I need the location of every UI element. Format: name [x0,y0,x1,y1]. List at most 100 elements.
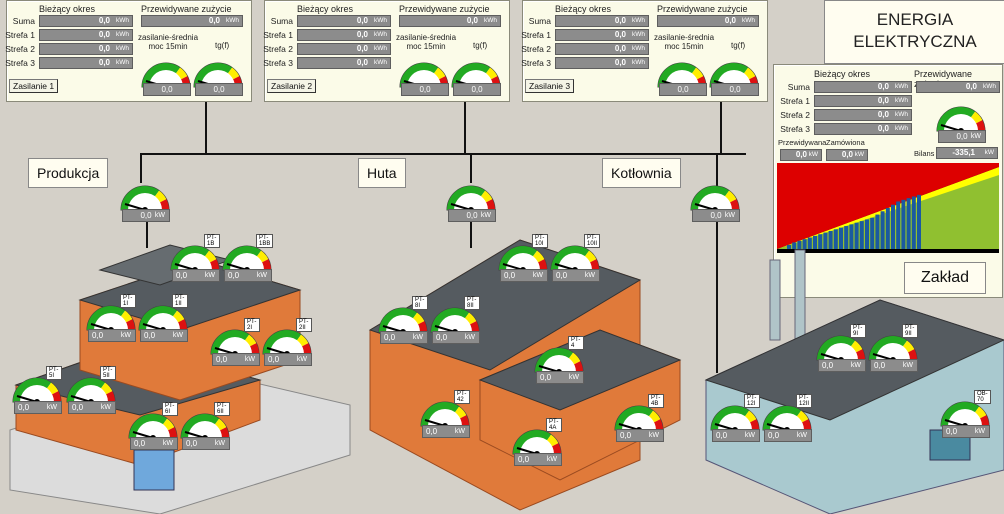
meter-tag: PT-42 [454,390,470,404]
section-huta[interactable]: Huta [358,158,406,188]
chart-bar [854,222,859,249]
meter-tag: PT-5I [46,366,62,380]
row-label: Strefa 1 [5,30,35,40]
chart-bar [906,198,911,249]
chart-bar [797,240,802,249]
meter-tag: PT-9I [850,324,866,338]
drop-wire-2b [470,218,472,248]
chart-bar [859,221,864,249]
meter-tag: PT-8I [412,296,428,310]
avg-power-gauge: 0,0 [399,53,449,100]
meter-tag: PT-12I [744,394,760,408]
row-label: Strefa 1 [263,30,293,40]
chart-bar [870,217,875,249]
current-period-header: Bieżący okres [39,4,96,14]
zaklad-row-label: Suma [787,82,810,92]
chart-bar [787,244,791,249]
meter-tag: PT-6I [162,402,178,416]
przewidywana-label: Przewidywana [778,138,827,147]
chart-bar [813,235,817,249]
tg-gauge: 0,0 [451,53,501,100]
chart-bar [885,208,890,249]
chart-bar [833,229,838,249]
tg-label: tg(f) [473,41,488,50]
row-label: Suma [12,16,35,26]
supply-button[interactable]: Zasilanie 3 [525,79,575,93]
meter-tag: PT-1I [120,294,136,308]
tg-label: tg(f) [215,41,230,50]
section-kotlownia[interactable]: Kotłownia [602,158,681,188]
supply-button[interactable]: Zasilanie 2 [267,79,317,93]
section-produkcja[interactable]: Produkcja [28,158,109,188]
avg-power-gauge: 0,0 [657,53,707,100]
chart-bar [823,232,828,249]
avg-power-gauge: 0,0 [141,53,191,100]
tg-gauge: 0,0 [193,53,243,100]
zaklad-row-label: Strefa 1 [780,96,810,106]
chart-bar [839,227,843,249]
zaklad-button[interactable]: Zakład [904,262,987,294]
meter-tag: PT-1II [172,294,188,308]
row-label: Suma [270,16,293,26]
avg-power-label: zasilanie-średnia moc 15min [653,33,715,51]
chart-bar [844,226,849,249]
chart-bar [917,194,921,249]
meter-tag: PT-4A [546,418,562,432]
row-label: Strefa 2 [263,44,293,54]
row-label: Strefa 3 [521,58,551,68]
building-kotlownia [704,249,1004,514]
predicted-header: Przewidywane zużycie [657,4,748,14]
chart-bar [828,230,833,249]
meter-tag: PT-9II [902,324,918,338]
supply-button[interactable]: Zasilanie 1 [9,79,59,93]
chart-bar [880,211,885,249]
row-label: Strefa 3 [5,58,35,68]
chart-bar [818,234,823,249]
meter-tag: OB-70 [974,390,991,404]
row-label: Strefa 2 [521,44,551,54]
chart-bar [875,214,880,249]
meter-tag: PT-6II [214,402,230,416]
meter-tag: PT-2I [244,318,260,332]
title-line-2: ELEKTRYCZNA [853,32,977,51]
chart-bar [807,237,812,249]
